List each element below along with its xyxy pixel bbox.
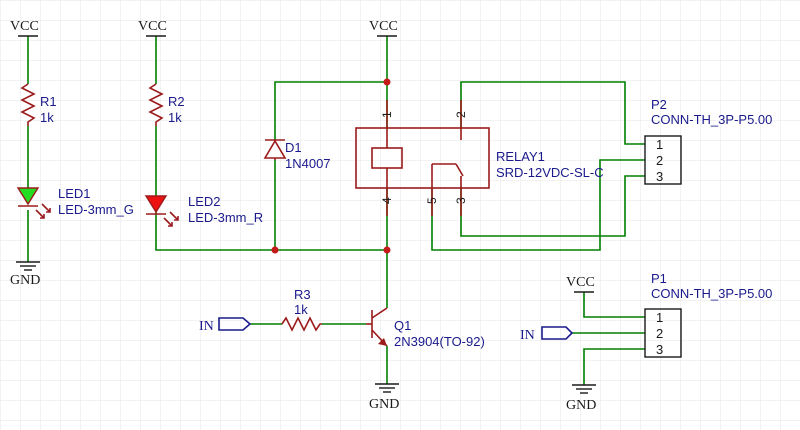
gnd-label: GND [369, 397, 399, 412]
p1-value: CONN-TH_3P-P5.00 [651, 286, 772, 301]
q1-value: 2N3904(TO-92) [394, 334, 485, 349]
p2-pin-label: 2 [656, 153, 663, 168]
vcc-label: VCC [566, 275, 595, 290]
connector-p2[interactable]: 1 2 3 P2 CONN-TH_3P-P5.00 [644, 97, 772, 185]
d1-value: 1N4007 [285, 156, 331, 171]
p1-pin-label: 2 [656, 326, 663, 341]
gnd-symbol-1: GND [10, 261, 40, 288]
wire-gnd-p1-3 [583, 348, 645, 385]
diode-d1[interactable]: D1 1N4007 [263, 139, 331, 171]
p2-pin-label: 1 [656, 137, 663, 152]
led1-ref: LED1 [58, 186, 91, 201]
net-port-in-1: IN [199, 317, 252, 334]
led-red[interactable]: LED2 LED-3mm_R [144, 194, 263, 227]
r2-value: 1k [168, 110, 182, 125]
r3-value: 1k [294, 302, 308, 317]
p1-pin-label: 1 [656, 310, 663, 325]
vcc-symbol-3: VCC [369, 19, 398, 37]
junction-dot [271, 246, 279, 254]
wire-led2-collector [155, 212, 387, 251]
led2-value: LED-3mm_R [188, 210, 263, 225]
led1-value: LED-3mm_G [58, 202, 134, 217]
led-green[interactable]: LED1 LED-3mm_G [16, 186, 134, 219]
wire-vcc-d1 [274, 81, 387, 140]
wire-relay2-p2-1 [460, 81, 645, 145]
vcc-symbol-2: VCC [138, 19, 167, 37]
r1-ref: R1 [40, 94, 57, 109]
gnd-symbol-3: GND [566, 384, 596, 413]
vcc-label: VCC [10, 19, 39, 34]
gnd-label: GND [10, 273, 40, 288]
wire-relay5-p2-2 [431, 159, 645, 251]
junction-dot [383, 246, 391, 254]
in-net-label: IN [199, 319, 214, 334]
d1-ref: D1 [285, 140, 302, 155]
vcc-symbol-4: VCC [566, 275, 595, 293]
relay1-value: SRD-12VDC-SL-C [496, 165, 604, 180]
relay-pin-label: 3 [454, 197, 468, 204]
p2-value: CONN-TH_3P-P5.00 [651, 112, 772, 127]
vcc-label: VCC [138, 19, 167, 34]
vcc-symbol-1: VCC [10, 19, 39, 37]
p1-ref: P1 [651, 271, 667, 286]
p2-pin-label: 3 [656, 169, 663, 184]
junction-dot [383, 78, 391, 86]
r3-ref: R3 [294, 287, 311, 302]
gnd-label: GND [566, 398, 596, 413]
relay-relay1[interactable]: 1 2 3 4 5 RELAY1 SRD-12VDC-SL-C [355, 100, 604, 216]
wire-vcc-p1-1 [583, 292, 645, 318]
in-net-label: IN [520, 328, 535, 343]
q1-ref: Q1 [394, 318, 411, 333]
connector-p1[interactable]: 1 2 3 P1 CONN-TH_3P-P5.00 [644, 271, 772, 358]
p2-ref: P2 [651, 97, 667, 112]
resistor-r1[interactable]: R1 1k [20, 83, 57, 126]
relay-pin-label: 1 [380, 111, 394, 118]
junctions [271, 78, 391, 254]
transistor-q1[interactable]: Q1 2N3904(TO-92) [366, 307, 485, 349]
relay1-ref: RELAY1 [496, 149, 545, 164]
relay-pin-label: 2 [454, 111, 468, 118]
relay-pin-label: 5 [425, 197, 439, 204]
vcc-label: VCC [369, 19, 398, 34]
resistor-r3[interactable]: R3 1k [281, 287, 322, 332]
r2-ref: R2 [168, 94, 185, 109]
resistor-r2[interactable]: R2 1k [148, 83, 185, 126]
r1-value: 1k [40, 110, 54, 125]
p1-pin-label: 3 [656, 342, 663, 357]
net-port-in-2: IN [520, 326, 574, 343]
wire-relay3-p2-3 [460, 175, 645, 237]
led2-ref: LED2 [188, 194, 221, 209]
gnd-symbol-2: GND [369, 383, 399, 412]
relay-pin-label: 4 [380, 197, 394, 204]
